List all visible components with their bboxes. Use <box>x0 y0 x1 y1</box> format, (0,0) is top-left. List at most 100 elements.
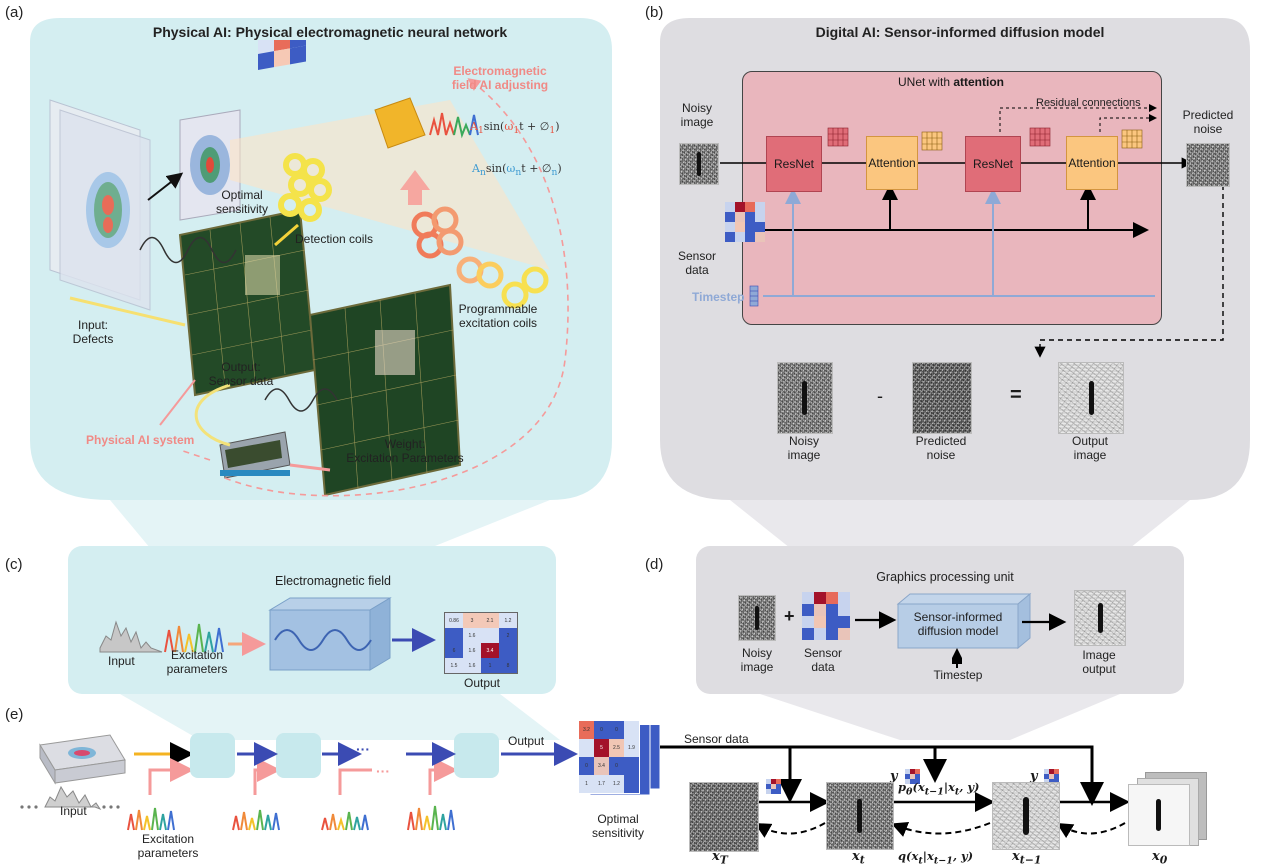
xt-label: xt <box>852 849 865 867</box>
matrix-e-cell: 0 <box>609 757 624 775</box>
matrix-c-cell: 1.5 <box>445 658 463 673</box>
matrix-e-cell: 1.2 <box>609 775 624 793</box>
weight-wave <box>264 388 338 412</box>
spectrum-e-3 <box>321 811 369 831</box>
panel-a-letter: (a) <box>5 4 24 21</box>
physical-ai-device <box>219 431 291 479</box>
output-matrix-c: 0.86 3 2.1 1.2 1.6 2 6 1.6 3.4 1.5 1.6 1… <box>444 612 518 674</box>
unet-connections <box>720 104 1224 358</box>
matrix-e-cell: 3.4 <box>594 757 609 775</box>
processor-block <box>374 97 426 149</box>
detection-board <box>178 208 317 397</box>
resnet-block-2: ResNet <box>965 136 1021 192</box>
matrix-c-cell: 2.1 <box>481 613 499 628</box>
matrix-c-cell <box>499 643 517 658</box>
eq-output-label: Output image <box>1071 434 1109 462</box>
matrix-c-cell: 8 <box>499 658 517 673</box>
y-heatmap-2 <box>905 769 920 784</box>
matrix-c-cell: 1 <box>481 658 499 673</box>
predicted-noise-image <box>1186 143 1230 187</box>
timestep-label-d: Timestep <box>933 668 983 682</box>
panel-c-diagram <box>99 597 436 671</box>
matrix-e-cell <box>624 757 639 775</box>
layer-block-2 <box>276 733 321 778</box>
physical-ai-system-label: Physical AI system <box>86 433 195 447</box>
output-label-c: Output <box>463 676 501 690</box>
input-label-e: Input <box>60 804 87 818</box>
image-output-d <box>1074 590 1126 646</box>
x0-label: x0 <box>1152 849 1168 867</box>
predicted-noise-label: Predicted noise <box>1182 108 1234 136</box>
optimal-matrix-e: 3.2 0 0 5 2.5 1.9 0 3.4 0 1 1.7 1.2 <box>578 720 640 794</box>
programmable-excitation-label: Programmable excitation coils <box>458 302 538 330</box>
panel-b-letter: (b) <box>645 4 664 21</box>
panel-a-illustration <box>49 40 569 497</box>
y-label-2: y <box>890 769 898 784</box>
excitation-spectrum <box>164 623 224 653</box>
image-output-label-d: Image output <box>1082 648 1116 676</box>
y-label-3: y <box>1030 769 1038 784</box>
layer-block-3 <box>454 733 499 778</box>
eq-predicted-noise <box>912 362 972 434</box>
p-theta-label: pθ(xt−1|xt, y) <box>898 780 980 798</box>
detection-coils-graphic <box>278 153 332 222</box>
timestep-icon <box>749 285 759 307</box>
input-wave <box>139 236 237 264</box>
resnet-block-1: ResNet <box>766 136 822 192</box>
sensor-data-label-b: Sensor data <box>677 249 717 277</box>
matrix-c-cell: 1.6 <box>463 643 481 658</box>
matrix-e-cell <box>624 721 639 739</box>
excitation-board <box>308 283 462 497</box>
dots-pink: ··· <box>376 763 390 779</box>
grid-red-1 <box>827 127 849 147</box>
matrix-e-cell: 2.5 <box>609 739 624 757</box>
panel-a-title: Physical AI: Physical electromagnetic ne… <box>152 24 508 40</box>
formula-bottom: Ansin(ωnt + ∅n) <box>472 162 562 179</box>
dots-blue: ··· <box>356 741 370 757</box>
panel-a-to-c-connector <box>110 500 550 548</box>
eq-noisy-label: Noisy image <box>787 434 821 462</box>
matrix-e-cell: 1 <box>579 775 594 793</box>
xt1-label: xt−1 <box>1012 849 1042 867</box>
spectrum-e-2 <box>232 809 280 831</box>
xT-image <box>689 782 759 852</box>
output-label-e: Output <box>508 734 545 748</box>
q-label: q(xt|xt−1, y) <box>898 849 974 867</box>
plus-sign: + <box>784 606 795 626</box>
y-heatmap-1 <box>766 779 781 794</box>
panel-d-diagram <box>802 592 1067 650</box>
noisy-image-label-b: Noisy image <box>680 101 714 129</box>
board-to-coils-arrow <box>274 223 299 247</box>
panel-c-title: Electromagnetic field <box>274 574 392 588</box>
noisy-image-d <box>738 595 776 641</box>
matrix-c-cell <box>445 628 463 643</box>
panel-d-to-e-connector <box>760 694 1120 740</box>
matrix-e-cell: 5 <box>594 739 609 757</box>
sensor-data-label-e: Sensor data <box>684 732 749 746</box>
grid-yellow-2 <box>1121 129 1143 149</box>
em-field-cube <box>268 597 392 671</box>
em-adjusting-label: Electromagnetic field AI adjusting <box>451 64 549 92</box>
input-defect-slab <box>49 99 151 311</box>
matrix-e-cell: 3.2 <box>579 721 594 739</box>
unet-title: UNet with attention <box>897 75 1005 89</box>
attention-block-1: Attention <box>866 136 918 190</box>
minus-sign: - <box>877 386 883 406</box>
grid-yellow-1 <box>921 131 943 151</box>
optimal-sensitivity-slab <box>179 109 241 221</box>
xt1-image <box>992 782 1060 850</box>
matrix-c-cell: 2 <box>499 628 517 643</box>
feedback-loop-arrow <box>224 78 569 497</box>
residual-label: Residual connections <box>1036 97 1141 109</box>
timestep-label-b: Timestep <box>692 290 745 304</box>
weight-label: Weight: Excitation Parameters <box>346 437 464 465</box>
input-signal <box>99 620 163 653</box>
matrix-c-cell: 0.86 <box>445 613 463 628</box>
panel-b-to-d-connector <box>730 500 1190 548</box>
grid-red-2 <box>1029 127 1051 147</box>
spectrum-e-4 <box>407 805 455 831</box>
xT-label: xT <box>712 849 728 867</box>
panel-d-title: Graphics processing unit <box>876 570 1014 584</box>
matrix-c-cell: 6 <box>445 643 463 658</box>
matrix-e-cell: 1.7 <box>594 775 609 793</box>
